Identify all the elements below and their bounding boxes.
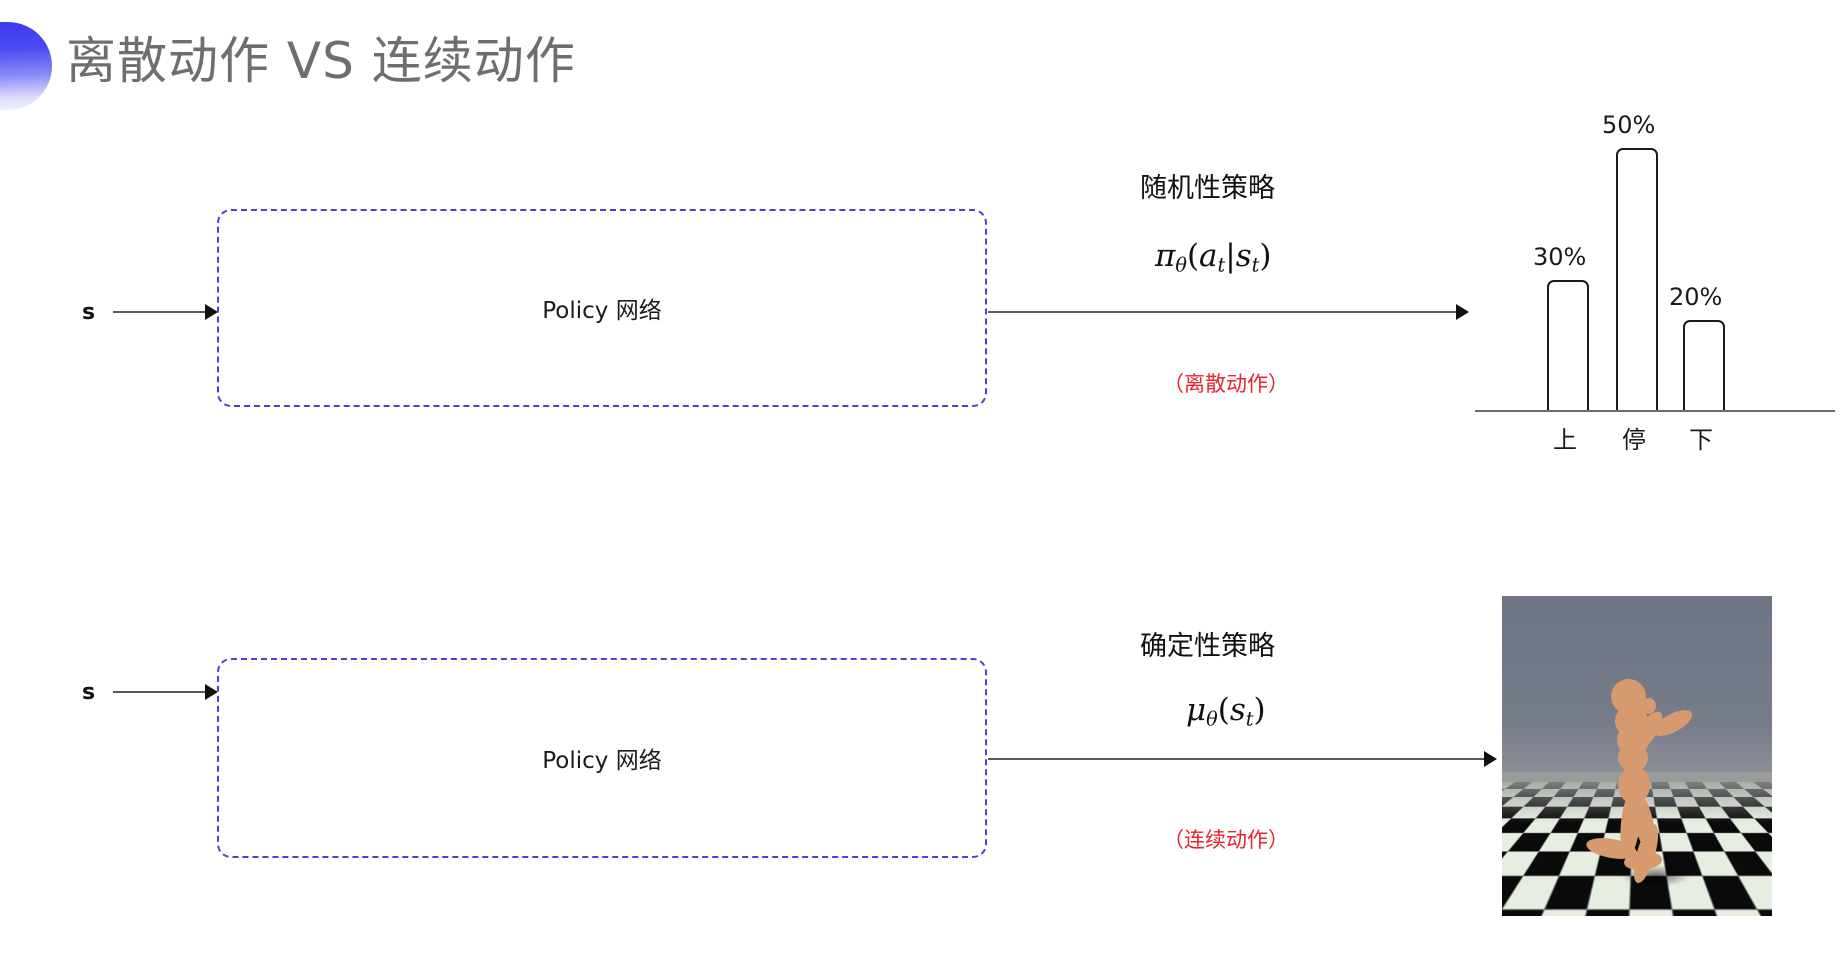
input-arrow-line-continuous (113, 691, 209, 693)
formula-subscript-theta-continuous: θ (1206, 707, 1218, 731)
policy-formula-continuous: μθ(st) (1186, 692, 1266, 730)
formula-symbol-pi: π (1155, 238, 1176, 274)
formula-state-subscript: t (1251, 253, 1260, 277)
output-arrow-line-discrete (988, 311, 1460, 313)
formula-action-subscript: t (1217, 253, 1226, 277)
arrow-right-icon-input-discrete (205, 304, 218, 320)
policy-type-name-continuous: 确定性策略 (1140, 631, 1275, 662)
policy-type-name-discrete: 随机性策略 (1140, 173, 1275, 204)
policy-network-box-continuous[interactable]: Policy 网络 (217, 658, 987, 858)
bar-value-label-down: 20% (1669, 283, 1723, 311)
policy-network-label-discrete: Policy 网络 (542, 298, 662, 324)
humanoid-hand-right (1642, 698, 1656, 715)
action-probability-bar-chart: 30% 上 50% 停 20% 下 (1440, 95, 1846, 454)
bar-up (1547, 280, 1589, 412)
arrow-right-icon-input-continuous (205, 684, 218, 700)
bar-category-label-down: 下 (1689, 426, 1713, 454)
action-type-label-discrete: （离散动作） (1163, 372, 1289, 396)
action-type-label-continuous: （连续动作） (1163, 828, 1289, 852)
formula-open-paren: ( (1186, 238, 1200, 274)
bar-down (1683, 320, 1725, 412)
formula-conditional-bar: | (1225, 238, 1236, 274)
formula-subscript-theta: θ (1175, 253, 1187, 277)
formula-close-paren-continuous: ) (1253, 692, 1266, 728)
formula-open-paren-continuous: ( (1217, 692, 1230, 728)
bar-value-label-up: 30% (1533, 243, 1587, 271)
arrow-right-icon-output-discrete (1456, 304, 1469, 320)
state-input-label-discrete: s (82, 300, 96, 325)
title-decoration-icon (0, 22, 52, 110)
output-arrow-line-continuous (988, 758, 1488, 760)
formula-symbol-mu: μ (1186, 692, 1207, 728)
state-input-label-continuous: s (82, 680, 96, 705)
formula-state-symbol-continuous: s (1229, 692, 1246, 728)
policy-formula-discrete: πθ(at|st) (1155, 238, 1271, 276)
policy-network-label-continuous: Policy 网络 (542, 748, 662, 774)
input-arrow-line-discrete (113, 311, 209, 313)
formula-close-paren: ) (1259, 238, 1272, 274)
bar-category-label-up: 上 (1553, 426, 1577, 454)
policy-network-box-discrete[interactable]: Policy 网络 (217, 209, 987, 407)
chart-baseline-axis (1475, 410, 1835, 412)
bar-category-label-stop: 停 (1622, 426, 1646, 454)
bar-value-label-stop: 50% (1602, 111, 1656, 139)
formula-state-subscript-continuous: t (1245, 707, 1254, 731)
arrow-right-icon-output-continuous (1484, 751, 1497, 767)
page-title: 离散动作 VS 连续动作 (66, 32, 576, 90)
bar-stop (1616, 148, 1658, 412)
formula-action-symbol: a (1199, 238, 1218, 274)
formula-state-symbol: s (1235, 238, 1252, 274)
humanoid-simulation-image (1502, 596, 1772, 916)
